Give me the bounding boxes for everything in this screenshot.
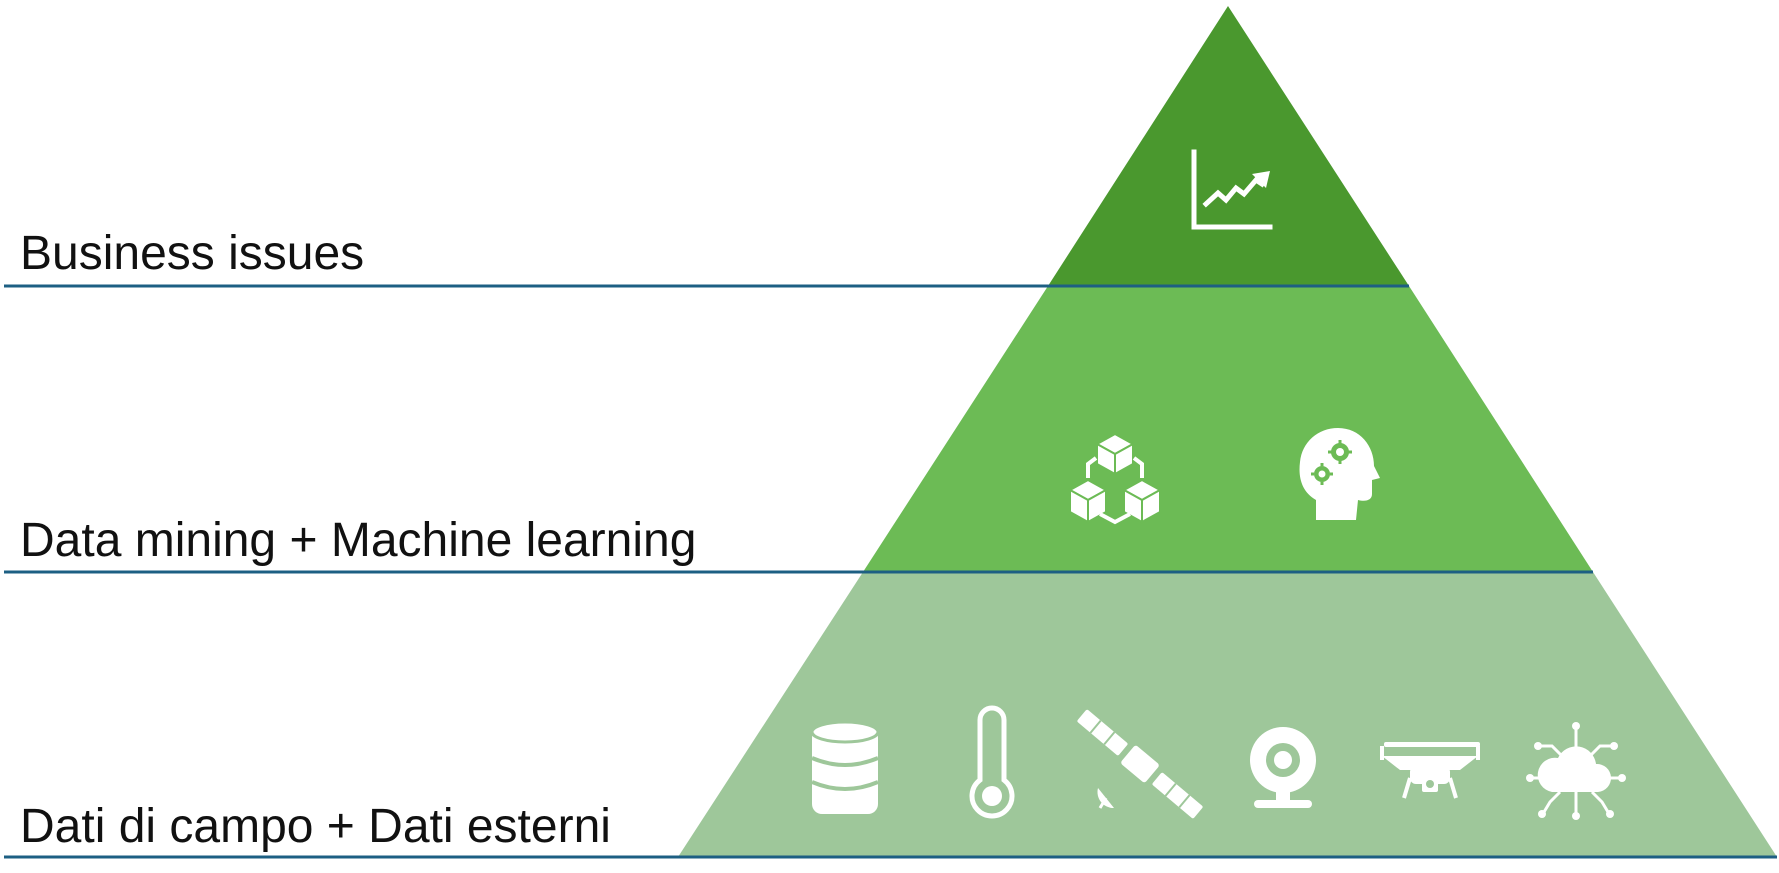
pyramid-tier-bottom xyxy=(678,572,1777,857)
level-label-field-external-data: Dati di campo + Dati esterni xyxy=(20,800,611,853)
drone-icon xyxy=(1380,742,1480,799)
thermometer-icon xyxy=(969,705,1015,819)
pyramid-tier-middle xyxy=(863,286,1593,572)
level-label-business-issues: Business issues xyxy=(20,227,365,280)
ai-head-gears-icon xyxy=(1299,428,1380,520)
webcam-icon xyxy=(1250,727,1316,808)
growth-chart-icon xyxy=(1191,149,1273,230)
iot-cloud-icon xyxy=(1526,722,1626,820)
database-icon xyxy=(810,720,880,814)
satellite-icon xyxy=(1077,709,1203,819)
network-connectors xyxy=(1086,456,1144,525)
pyramid-tier-top xyxy=(1048,6,1409,286)
level-label-data-mining-ml: Data mining + Machine learning xyxy=(20,514,697,567)
